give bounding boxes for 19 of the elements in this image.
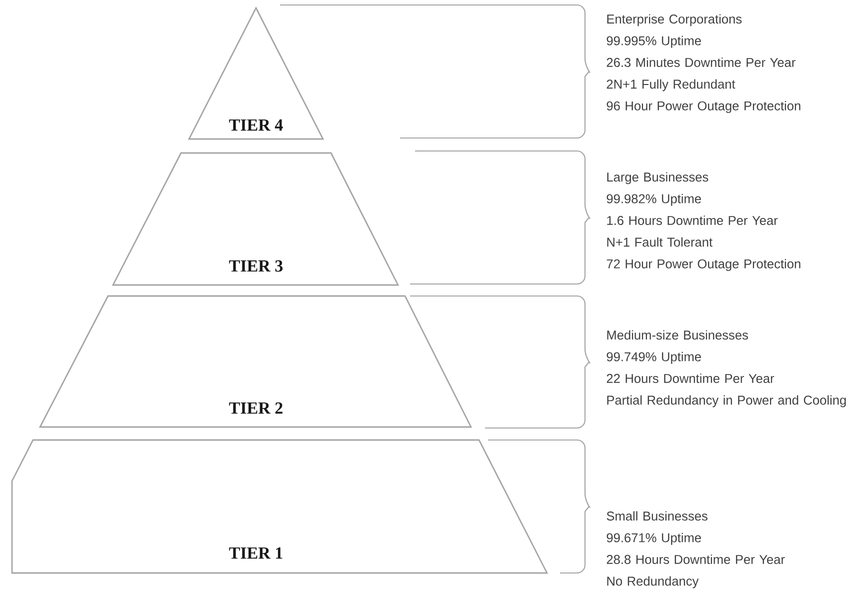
description-line: Large Businesses <box>607 172 708 184</box>
description-line: Medium-size Businesses <box>607 330 748 340</box>
description-line: 72 Hour Power Outage Protection <box>606 259 800 271</box>
description-line: 99.995% Uptime <box>606 36 701 48</box>
description-line: 28.8 Hours Downtime Per Year <box>606 554 785 564</box>
description-line: 1.6 Hours Downtime Per Year <box>607 216 778 225</box>
description-line: 22 Hours Downtime Per Year <box>606 374 774 383</box>
description-line: 2N+1 Fully Redundant <box>606 79 736 92</box>
description-line: Small Businesses <box>606 511 708 521</box>
description-line: 26.3 Minutes Downtime Per Year <box>606 58 796 67</box>
description-line: Partial Redundancy in Power and Cooling <box>607 395 846 408</box>
description-line: 99.749% Uptime <box>606 352 701 364</box>
description-line: 96 Hour Power Outage Protection <box>606 101 800 113</box>
description-line: N+1 Fault Tolerant <box>607 237 712 247</box>
description-line: 99.982% Uptime <box>606 194 701 206</box>
description-line: Enterprise Corporations <box>607 14 742 26</box>
description-line: No Redundancy <box>607 576 699 588</box>
pyramid-tier: TIER 1 <box>11 439 548 574</box>
description-line: 99.671% Uptime <box>606 532 701 545</box>
